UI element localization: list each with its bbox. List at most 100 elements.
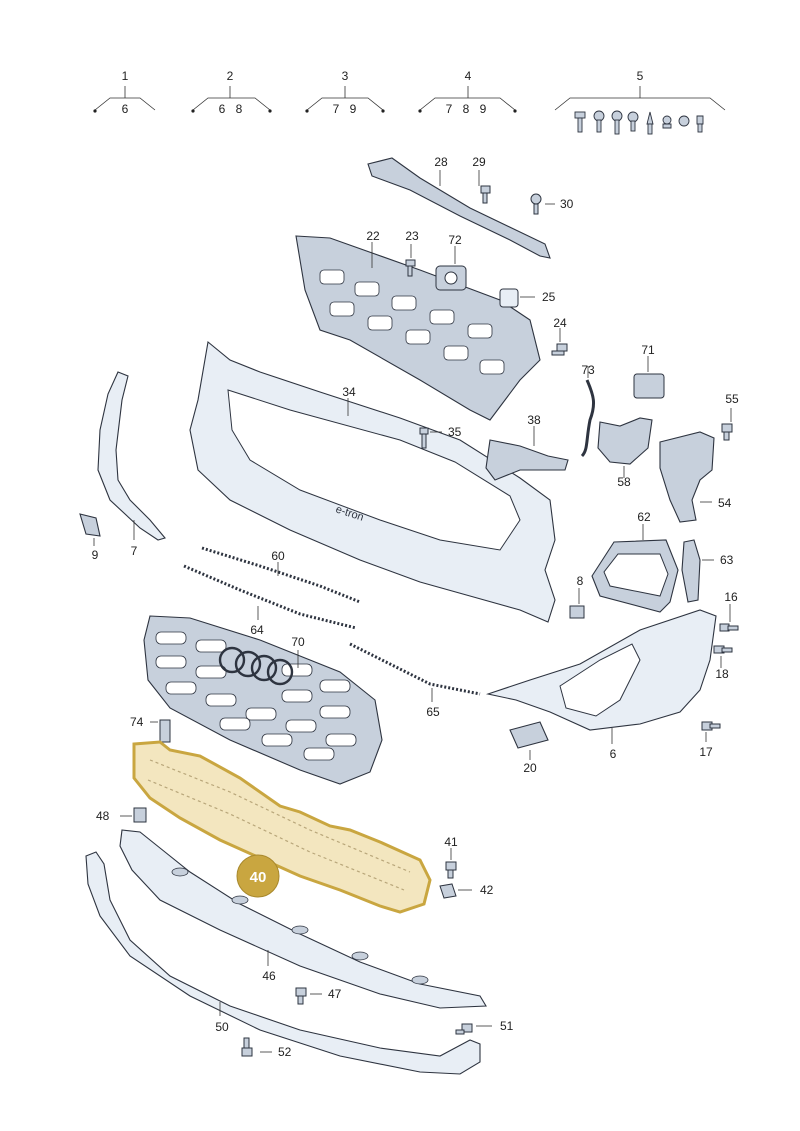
svg-text:9: 9 <box>92 548 99 562</box>
kit-5-number: 5 <box>637 69 644 83</box>
svg-text:47: 47 <box>328 987 342 1001</box>
svg-text:70: 70 <box>291 635 305 649</box>
part-58-bracket[interactable]: 58 <box>597 417 653 489</box>
svg-text:20: 20 <box>523 761 537 775</box>
part-50-spoiler-lip[interactable]: 50 <box>85 851 481 1075</box>
svg-text:41: 41 <box>444 835 458 849</box>
svg-text:65: 65 <box>426 705 440 719</box>
part-35-clip[interactable]: 35 <box>419 425 462 449</box>
part-63-cover[interactable]: 63 <box>681 539 734 603</box>
kit-3-item: 9 <box>350 102 357 116</box>
part-23-bolt[interactable]: 23 <box>405 229 419 277</box>
svg-text:74: 74 <box>130 715 144 729</box>
svg-text:29: 29 <box>472 155 486 169</box>
svg-text:63: 63 <box>720 553 734 567</box>
svg-text:30: 30 <box>560 197 574 211</box>
part-34-bumper-cover[interactable]: e-tron 34 <box>189 340 556 623</box>
svg-text:73: 73 <box>581 363 595 377</box>
kit-4-item: 9 <box>480 102 487 116</box>
svg-text:42: 42 <box>480 883 494 897</box>
part-20-cap[interactable]: 20 <box>509 721 549 775</box>
svg-text:62: 62 <box>637 510 651 524</box>
svg-text:51: 51 <box>500 1019 514 1033</box>
part-22-grille-carrier[interactable]: 22 <box>295 229 541 421</box>
part-7-corner-bracket[interactable]: 7 <box>97 371 166 558</box>
svg-text:71: 71 <box>641 343 655 357</box>
kit-4-item: 7 <box>446 102 453 116</box>
svg-text:25: 25 <box>542 290 556 304</box>
part-29-bolt[interactable]: 29 <box>472 155 491 204</box>
part-41-bolt[interactable]: 41 <box>444 835 458 879</box>
kit-1-number: 1 <box>122 69 129 83</box>
kit-1-item: 6 <box>122 102 129 116</box>
part-71-module[interactable]: 71 <box>633 343 665 399</box>
svg-text:54: 54 <box>718 496 732 510</box>
svg-text:6: 6 <box>610 747 617 761</box>
part-70-radiator-grille[interactable]: 70 <box>143 615 383 785</box>
svg-text:58: 58 <box>617 475 631 489</box>
part-17-bolt[interactable]: 17 <box>699 721 721 759</box>
svg-text:8: 8 <box>577 574 584 588</box>
highlight-label: 40 <box>250 869 267 886</box>
part-72-sensor[interactable]: 72 <box>435 233 467 291</box>
kit-1[interactable]: 1 6 <box>93 69 156 116</box>
kit-3[interactable]: 3 7 9 <box>305 69 385 116</box>
svg-text:64: 64 <box>250 623 264 637</box>
part-55-bolt[interactable]: 55 <box>721 392 739 441</box>
part-54-bracket[interactable]: 54 <box>659 431 732 523</box>
svg-text:16: 16 <box>724 590 738 604</box>
svg-text:23: 23 <box>405 229 419 243</box>
kit-2-item: 6 <box>219 102 226 116</box>
svg-text:60: 60 <box>271 549 285 563</box>
kit-5[interactable]: 5 <box>554 69 726 135</box>
part-46-underbody-guard[interactable]: 46 <box>119 829 487 1009</box>
part-28-upper-carrier[interactable]: 28 <box>367 155 551 259</box>
svg-text:38: 38 <box>527 413 541 427</box>
svg-text:17: 17 <box>699 745 713 759</box>
part-6-side-bracket[interactable]: 6 <box>485 609 717 761</box>
kit-3-number: 3 <box>342 69 349 83</box>
kit-4[interactable]: 4 7 8 9 <box>418 69 517 116</box>
part-48-clip[interactable]: 48 <box>96 807 147 823</box>
svg-text:46: 46 <box>262 969 276 983</box>
svg-text:18: 18 <box>715 667 729 681</box>
part-25-cap[interactable]: 25 <box>499 288 556 308</box>
part-65-trim-strip[interactable]: 65 <box>349 642 481 719</box>
four-rings-logo <box>218 646 294 686</box>
part-62-trim-frame[interactable]: 62 <box>591 510 679 613</box>
part-8-clip[interactable]: 8 <box>569 574 585 619</box>
part-16-bolt[interactable]: 16 <box>719 590 739 632</box>
part-51-bolt[interactable]: 51 <box>455 1019 514 1035</box>
part-42-clip[interactable]: 42 <box>439 883 494 899</box>
kit-4-item: 8 <box>463 102 470 116</box>
part-30-bolt[interactable]: 30 <box>530 193 574 215</box>
part-40-air-guide-highlighted[interactable]: 40 <box>132 740 432 914</box>
svg-text:55: 55 <box>725 392 739 406</box>
part-9-cap[interactable]: 9 <box>79 513 101 562</box>
svg-text:24: 24 <box>553 316 567 330</box>
part-52-bolt[interactable]: 52 <box>241 1037 292 1059</box>
kit-2[interactable]: 2 6 8 <box>191 69 272 116</box>
part-18-bolt[interactable]: 18 <box>713 645 733 681</box>
screw-set-icons <box>574 110 704 135</box>
svg-text:35: 35 <box>448 425 462 439</box>
highlight-badge <box>236 854 280 898</box>
svg-text:28: 28 <box>434 155 448 169</box>
kit-4-number: 4 <box>465 69 472 83</box>
part-64-trim-strip[interactable]: 64 <box>183 564 357 637</box>
svg-text:22: 22 <box>366 229 380 243</box>
part-74-sensor[interactable]: 74 <box>130 715 171 743</box>
part-60-trim-strip[interactable]: 60 <box>201 546 361 604</box>
svg-text:50: 50 <box>215 1020 229 1034</box>
kit-2-item: 8 <box>236 102 243 116</box>
part-38-bracket[interactable]: 38 <box>485 413 569 481</box>
part-47-bolt[interactable]: 47 <box>295 987 342 1005</box>
svg-text:48: 48 <box>96 809 110 823</box>
part-73-cable[interactable]: 73 <box>580 363 596 458</box>
svg-text:52: 52 <box>278 1045 292 1059</box>
kit-3-item: 7 <box>333 102 340 116</box>
kit-2-number: 2 <box>227 69 234 83</box>
svg-text:72: 72 <box>448 233 462 247</box>
part-24-bolt[interactable]: 24 <box>551 316 568 356</box>
